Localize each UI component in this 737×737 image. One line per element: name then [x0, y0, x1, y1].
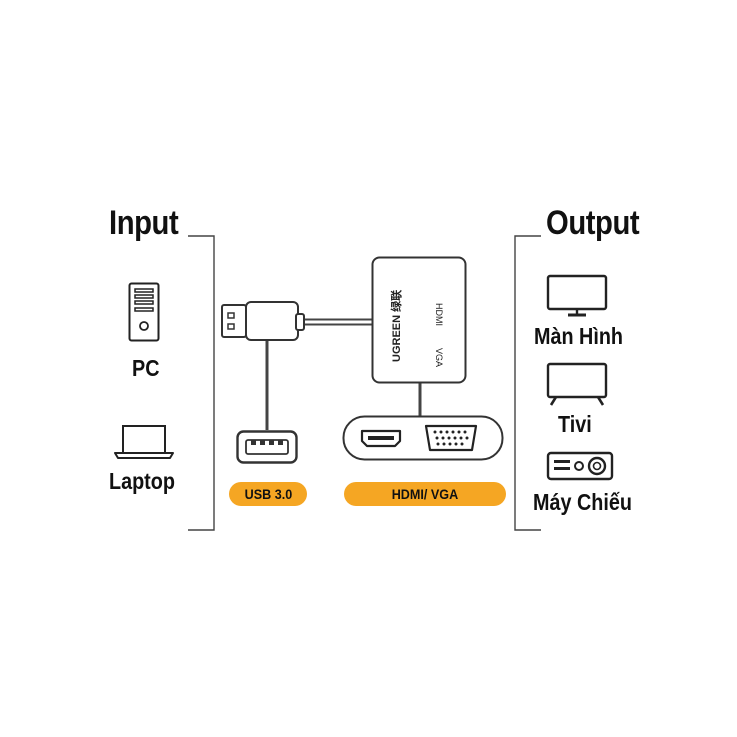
- tv-icon: [546, 362, 608, 406]
- output-bracket: [514, 235, 541, 531]
- adapter-vga-label: VGA: [434, 348, 444, 368]
- input-bracket: [188, 235, 215, 531]
- adapter-body: [371, 256, 467, 384]
- device-label-laptop: Laptop: [109, 468, 175, 494]
- hdmi-vga-ports: [342, 415, 504, 461]
- device-label-tv: Tivi: [558, 411, 592, 437]
- output-title: Output: [546, 204, 640, 242]
- usb-label: USB 3.0: [244, 486, 292, 502]
- laptop-icon: [114, 425, 174, 459]
- device-label-projector: Máy Chiếu: [533, 489, 632, 515]
- device-label-pc: PC: [132, 355, 160, 381]
- projector-icon: [546, 451, 614, 481]
- pc-tower-icon: [128, 282, 160, 342]
- usb-port-icon: [236, 430, 298, 464]
- video-label-pill: HDMI/ VGA: [344, 482, 506, 506]
- video-label: HDMI/ VGA: [391, 486, 459, 502]
- adapter-hdmi-label: HDMI: [434, 303, 444, 326]
- input-title: Input: [109, 204, 179, 242]
- device-label-monitor: Màn Hình: [534, 323, 624, 349]
- hdmi-port-icon: [360, 429, 402, 448]
- monitor-icon: [546, 274, 608, 317]
- usb-label-pill: USB 3.0: [229, 482, 307, 506]
- adapter-brand: UGREEN 绿联: [391, 289, 403, 362]
- vga-port-icon: [424, 424, 478, 452]
- usb-plug-icon: [221, 301, 305, 341]
